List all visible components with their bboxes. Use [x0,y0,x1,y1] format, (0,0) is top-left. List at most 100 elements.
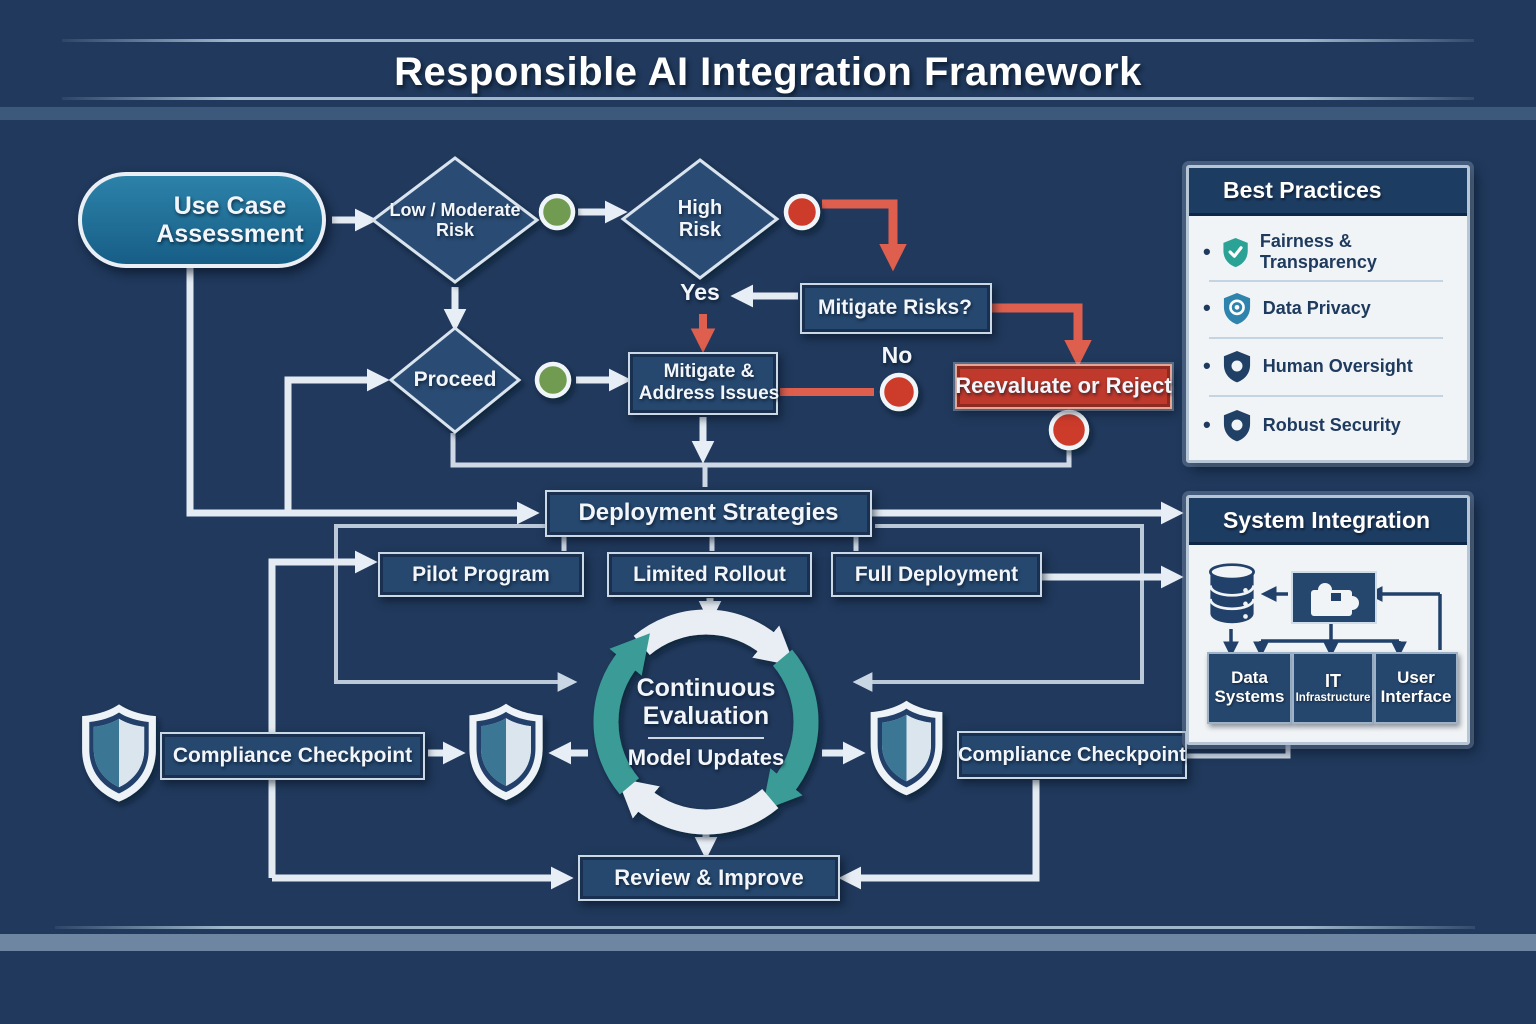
shield-privacy-icon [1223,292,1250,325]
deployment-left-feedback-line [334,524,578,692]
compliance-checkpoint-left-label: Compliance Checkpoint [172,744,413,768]
best-practices-panel: Best Practices • Fairness & Transparency… [1186,165,1470,463]
high-risk-label: High Risk [677,196,723,241]
cycle-arc-left [593,633,650,795]
panel-divider [1209,337,1443,339]
cycle-center-text: Continuous Evaluation Model Updates [616,662,796,782]
component-label-line1: IT [1325,670,1341,691]
feedback-connectors [334,524,1144,692]
node-compliance-checkpoint-right [957,731,1187,779]
usecase-to-deployment-arrow [186,268,540,525]
diamond-high-risk [620,158,780,280]
node-mitigate-address-issues [628,352,778,415]
cycle-line1: Continuous Evaluation [636,673,776,730]
best-practice-item-privacy: • Data Privacy [1203,290,1455,326]
bullet: • [1203,412,1211,437]
node-reevaluate-or-reject [955,364,1172,409]
system-integration-header: System Integration [1189,498,1467,545]
bottom-band [0,934,1536,951]
component-it-infrastructure: IT Infrastructure [1292,652,1374,724]
pilot-program-label: Pilot Program [412,562,550,586]
mitigate-risks-label: Mitigate Risks? [817,295,973,319]
deployment-right-feedback-line [852,524,1144,692]
component-label-line2: Interface [1380,687,1452,706]
highrisk-to-mitigaterisks-red-arrow [822,199,907,272]
system-integration-panel: System Integration Data [1186,495,1470,745]
node-pilot-program [378,552,584,597]
evaluation-cycle-ring [593,609,819,835]
best-practice-label: Robust Security [1262,414,1401,435]
system-integration-diagram [1209,563,1442,658]
deployment-strategies-label: Deployment Strategies [578,499,839,527]
bottom-divider-line [55,926,1475,929]
best-practice-item-security: • Robust Security [1203,407,1455,443]
red-arrow-connectors [690,199,1092,396]
best-practices-header: Best Practices [1189,168,1467,216]
top-divider-line-1 [62,39,1474,42]
shield-solid-icon [1223,409,1250,442]
plain-connectors [450,433,1291,759]
use-case-assessment-label: Use Case Assessment [156,192,304,248]
component-label-line2: Infrastructure [1295,691,1371,704]
reevaluate-or-reject-label: Reevaluate or Reject [955,373,1172,399]
best-practices-title: Best Practices [1223,177,1382,203]
best-practice-label: Fairness & Transparency [1259,231,1377,272]
database-icon [1209,563,1255,625]
cycle-divider [648,736,764,739]
node-limited-rollout [607,552,812,597]
yes-label: Yes [680,279,720,306]
bullet: • [1203,353,1211,378]
component-data-systems: Data Systems [1207,652,1292,724]
mitigaterisks-to-reject-red-arrow [992,303,1092,368]
shield-icon-left [82,704,156,801]
decision-diamonds [370,156,780,434]
system-integration-title: System Integration [1223,506,1431,533]
node-mitigate-risks [800,283,992,334]
node-compliance-checkpoint-left [160,732,425,780]
low-moderate-risk-label: Low / Moderate Risk [389,199,521,240]
bullet: • [1203,239,1211,264]
loop-to-pilot-arrow [268,550,378,878]
cycle-arc-right [762,649,819,811]
node-review-improve [578,855,840,901]
top-divider-line-2 [62,97,1474,100]
green-go-dot-1 [538,193,576,231]
status-circles [534,193,1090,451]
diamond-proceed [388,326,522,434]
shield-icon-right [871,701,943,796]
component-label-line1: Data [1231,668,1268,688]
green-go-dot-2 [534,361,572,399]
best-practice-label: Data Privacy [1262,297,1371,318]
red-stop-dot-2 [879,372,919,412]
cycle-arc-bottom [617,778,779,835]
cycle-arc-top [633,609,795,666]
page-title: Responsible AI Integration Framework [394,50,1142,94]
cycle-line2: Model Updates [627,744,785,770]
shield-solid-icon [1223,350,1250,383]
bullet: • [1203,295,1211,320]
shield-check-icon [1223,238,1248,268]
puzzle-branch-lines [1261,623,1399,643]
node-full-deployment [831,552,1042,597]
proceed-label: Proceed [413,368,497,392]
diamond-low-moderate-risk [370,156,540,284]
compliance-checkpoint-right-label: Compliance Checkpoint [958,743,1186,766]
panel-divider [1209,280,1443,282]
merge-bus-line [450,433,1072,487]
panel-divider [1209,395,1443,397]
shield-icon-middle [469,704,542,800]
system-integration-body: Data Systems IT Infrastructure User Inte… [1189,545,1461,736]
compliance-to-system-line [1187,743,1291,759]
no-label: No [881,342,913,369]
component-label-line1: User [1397,668,1435,688]
component-label-line2: Systems [1214,687,1285,706]
full-deployment-label: Full Deployment [854,562,1019,586]
best-practice-label: Human Oversight [1262,355,1413,376]
node-use-case-assessment [78,172,326,268]
component-user-interface: User Interface [1374,652,1458,724]
best-practice-item-oversight: • Human Oversight [1203,348,1455,384]
feed-to-proceed-arrow [284,368,390,513]
top-band [0,107,1536,120]
